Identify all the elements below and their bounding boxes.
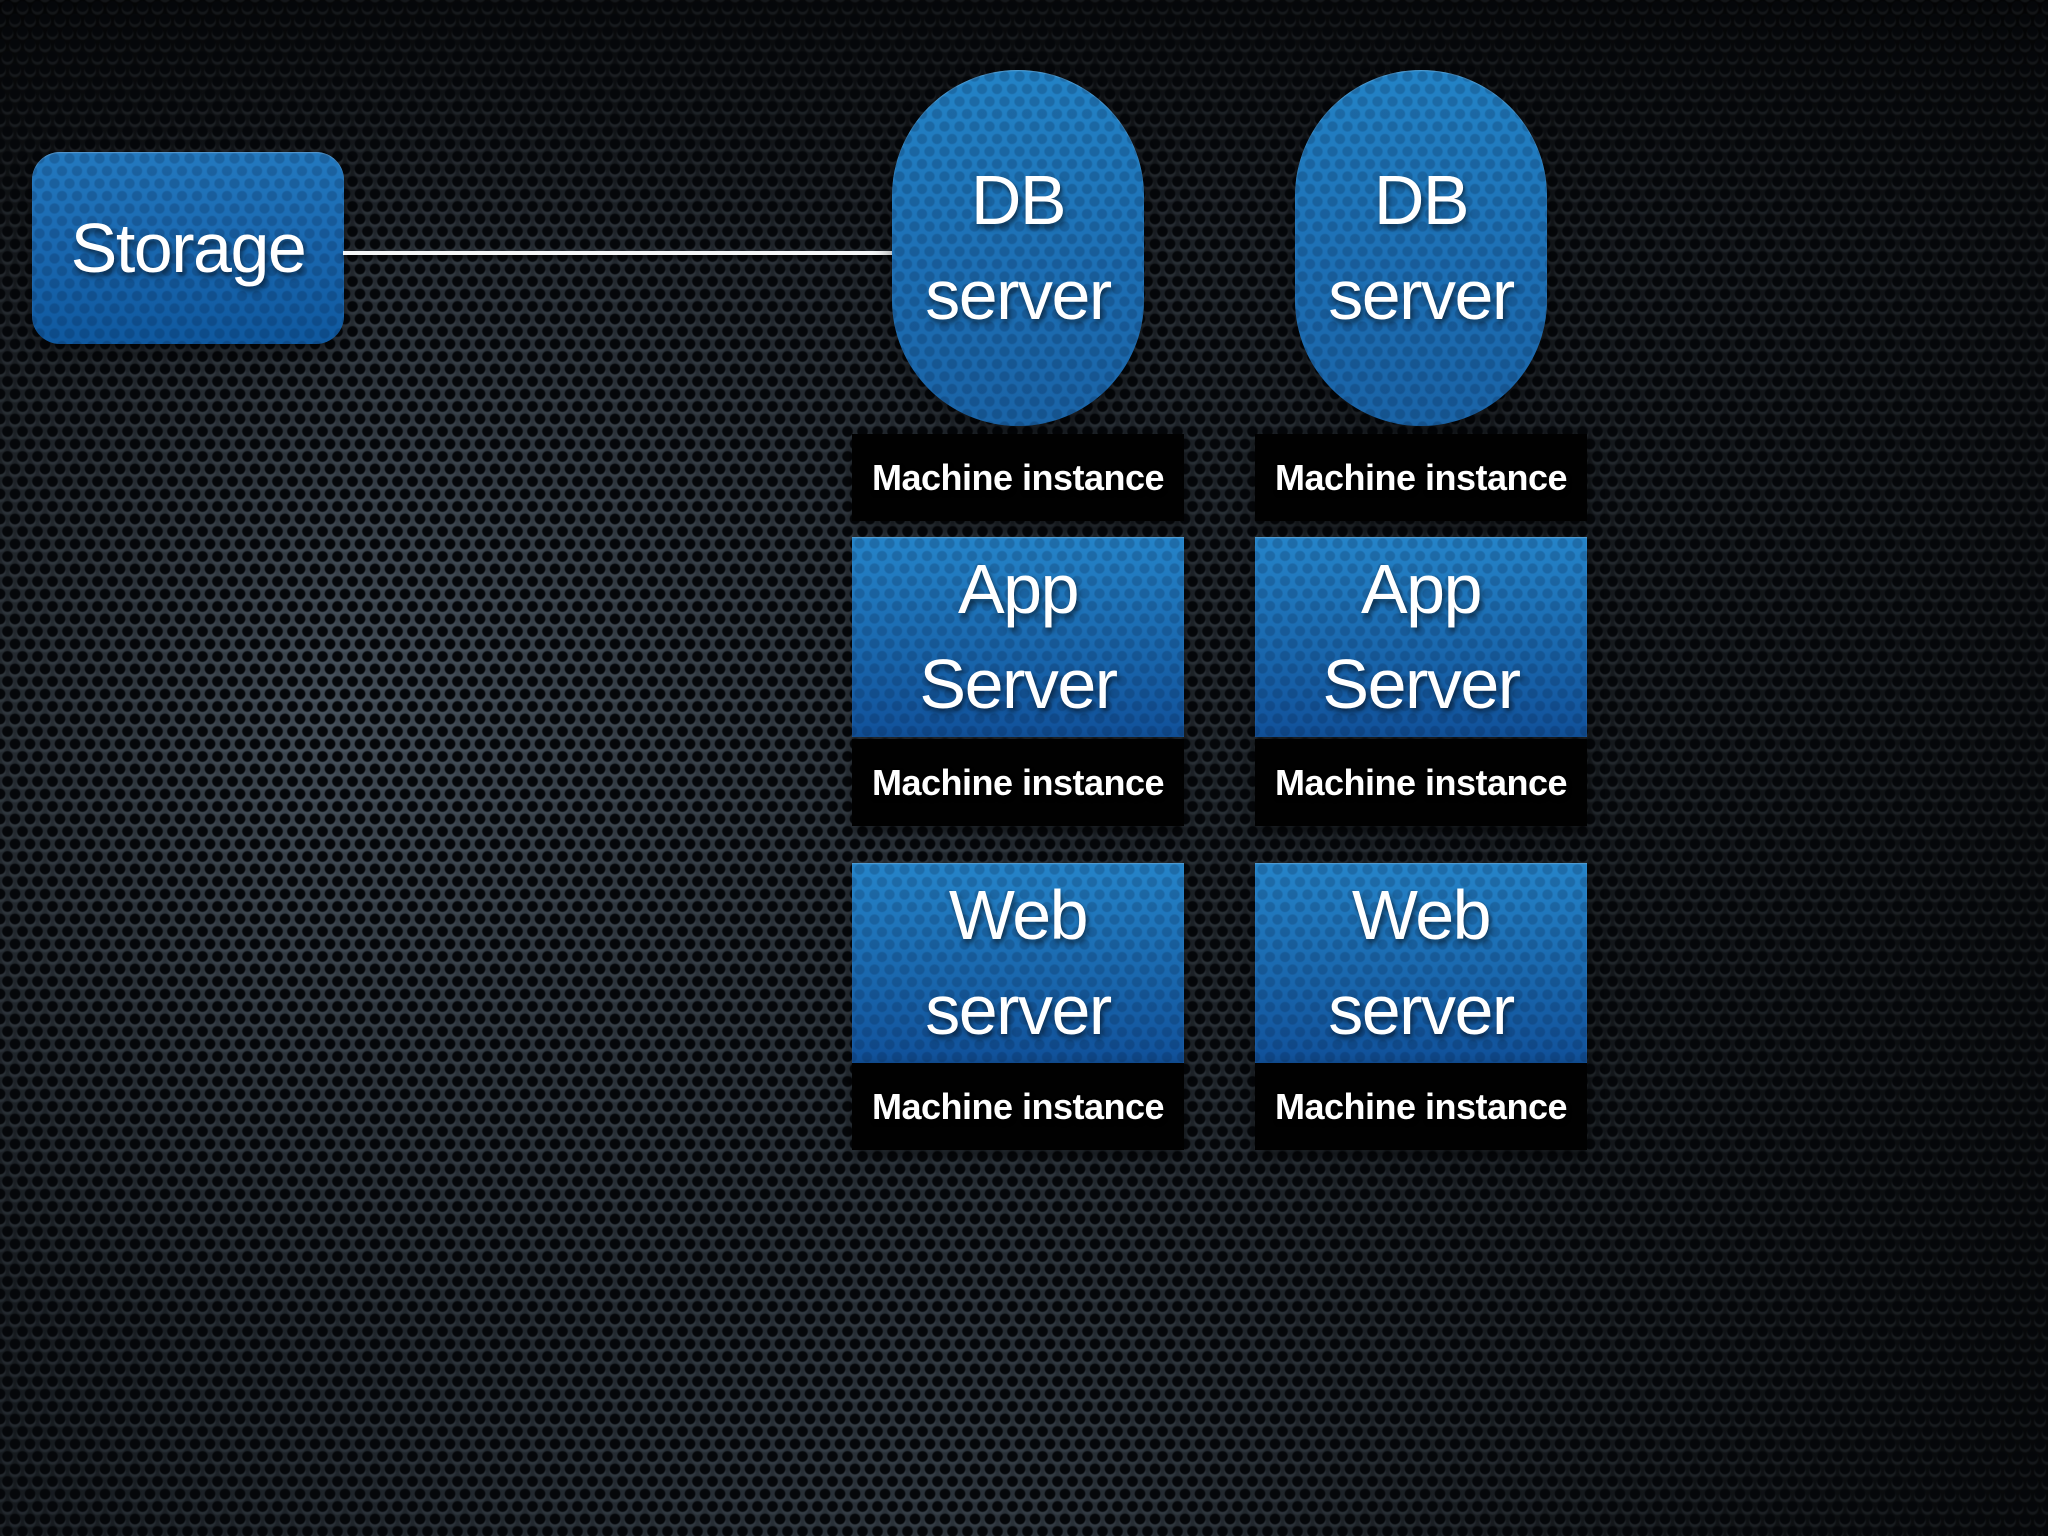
web-server-col2-label-line2: server bbox=[1328, 971, 1515, 1049]
db-server-col2-label-line2: server bbox=[1328, 256, 1515, 334]
machine-instance-label: Machine instance bbox=[871, 1085, 1165, 1127]
machine-instance-badge-web-col2: Machine instance bbox=[1255, 1063, 1587, 1150]
web-server-node-col2: Web server bbox=[1255, 863, 1587, 1063]
machine-instance-badge-app-col1: Machine instance bbox=[852, 739, 1184, 826]
machine-instance-label: Machine instance bbox=[871, 456, 1165, 498]
web-server-col1-label-line1: Web bbox=[948, 876, 1089, 954]
machine-instance-badge-web-col1: Machine instance bbox=[852, 1063, 1184, 1150]
app-server-col1-label-line1: App bbox=[957, 550, 1080, 628]
web-server-col1-label-line2: server bbox=[925, 971, 1112, 1049]
db-server-col1-label-line2: server bbox=[925, 256, 1112, 334]
storage-node: Storage bbox=[32, 152, 344, 344]
web-server-col2-label-line1: Web bbox=[1351, 876, 1492, 954]
db-server-node-col1: DB server bbox=[892, 70, 1144, 426]
app-server-node-col1: App Server bbox=[852, 537, 1184, 737]
machine-instance-badge-app-col2: Machine instance bbox=[1255, 739, 1587, 826]
db-server-col1-label-line1: DB bbox=[970, 161, 1067, 239]
machine-instance-label: Machine instance bbox=[1274, 456, 1568, 498]
machine-instance-label: Machine instance bbox=[871, 761, 1165, 803]
app-server-col1-label-line2: Server bbox=[919, 645, 1118, 723]
storage-db-connector-line bbox=[343, 251, 893, 255]
web-server-node-col1: Web server bbox=[852, 863, 1184, 1063]
machine-instance-badge-db-col1: Machine instance bbox=[852, 434, 1184, 521]
machine-instance-label: Machine instance bbox=[1274, 761, 1568, 803]
db-server-col2-label-line1: DB bbox=[1373, 161, 1470, 239]
db-server-node-col2: DB server bbox=[1295, 70, 1547, 426]
app-server-col2-label-line2: Server bbox=[1322, 645, 1521, 723]
storage-label: Storage bbox=[70, 208, 307, 287]
machine-instance-badge-db-col2: Machine instance bbox=[1255, 434, 1587, 521]
app-server-col2-label-line1: App bbox=[1360, 550, 1483, 628]
machine-instance-label: Machine instance bbox=[1274, 1085, 1568, 1127]
app-server-node-col2: App Server bbox=[1255, 537, 1587, 737]
